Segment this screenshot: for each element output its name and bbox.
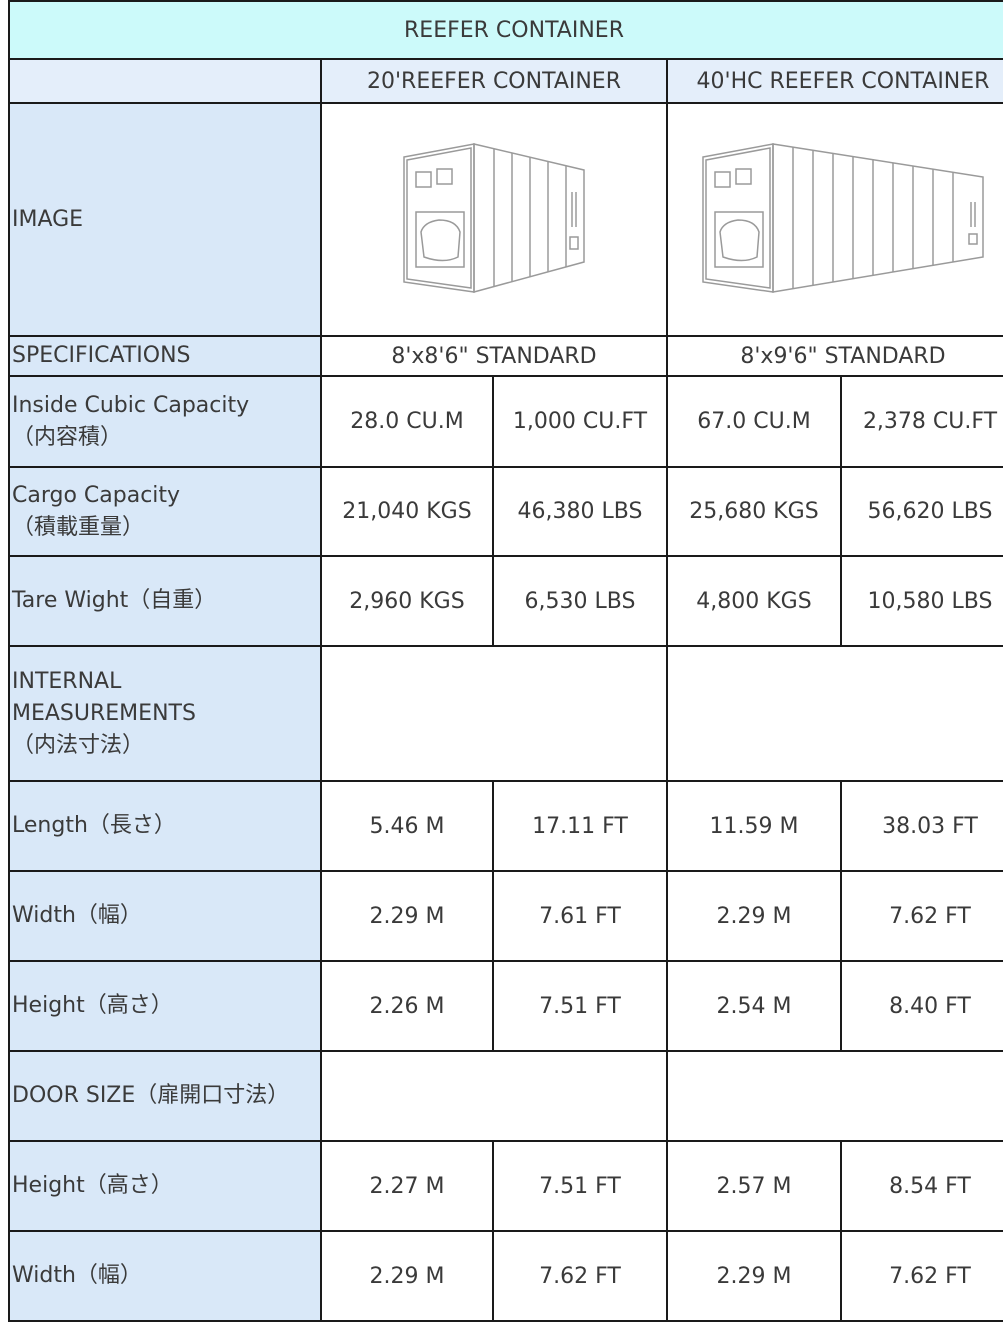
- specifications-row: SPECIFICATIONS 8'x8'6" STANDARD 8'x9'6" …: [8, 335, 1003, 377]
- internal-measurements-label-line2: MEASUREMENTS: [12, 700, 196, 726]
- inside-cubic-label-cell: Inside Cubic Capacity （内容積）: [8, 375, 322, 468]
- column-header-40ft-hc: 40'HC REEFER CONTAINER: [665, 58, 1003, 104]
- internal-measurements-label-line1: INTERNAL: [12, 668, 122, 694]
- container-40ft-image-cell: [665, 102, 1003, 337]
- length-40ft-m: 11.59 M: [666, 780, 842, 872]
- length-20ft-ft: 17.11 FT: [492, 780, 668, 872]
- internal-width-20ft-ft: 7.61 FT: [492, 870, 668, 962]
- internal-width-row: Width（幅） 2.29 M 7.61 FT 2.29 M 7.62 FT: [8, 870, 1003, 962]
- door-width-20ft-m: 2.29 M: [320, 1230, 494, 1322]
- header-blank-cell: [8, 58, 322, 104]
- length-40ft-ft: 38.03 FT: [839, 780, 1003, 872]
- tare-weight-20ft-kgs: 2,960 KGS: [320, 555, 494, 647]
- internal-width-20ft-m: 2.29 M: [320, 870, 494, 962]
- length-20ft-m: 5.46 M: [320, 780, 494, 872]
- door-size-row: DOOR SIZE（扉開口寸法）: [8, 1050, 1003, 1142]
- column-header-row: 20'REEFER CONTAINER 40'HC REEFER CONTAIN…: [8, 58, 1003, 104]
- door-height-row: Height（高さ） 2.27 M 7.51 FT 2.57 M 8.54 FT: [8, 1140, 1003, 1232]
- door-size-label: DOOR SIZE（扉開口寸法）: [8, 1050, 322, 1142]
- internal-width-40ft-m: 2.29 M: [666, 870, 842, 962]
- cargo-capacity-label: Cargo Capacity: [12, 482, 181, 508]
- image-row-label: IMAGE: [8, 102, 322, 337]
- cargo-capacity-20ft-kgs: 21,040 KGS: [320, 466, 494, 557]
- specifications-40ft: 8'x9'6" STANDARD: [665, 335, 1003, 377]
- inside-cubic-label-ja: （内容積）: [12, 424, 123, 450]
- internal-measurements-label-ja: （内法寸法）: [12, 732, 145, 758]
- inside-cubic-20ft-cuft: 1,000 CU.FT: [492, 375, 668, 468]
- door-height-label: Height（高さ）: [8, 1140, 322, 1232]
- tare-weight-row: Tare Wight（自重） 2,960 KGS 6,530 LBS 4,800…: [8, 555, 1003, 647]
- container-20ft-illustration: [403, 142, 585, 293]
- door-size-20ft-blank: [320, 1050, 668, 1142]
- cargo-capacity-40ft-kgs: 25,680 KGS: [666, 466, 842, 557]
- internal-height-row: Height（高さ） 2.26 M 7.51 FT 2.54 M 8.40 FT: [8, 960, 1003, 1052]
- tare-weight-20ft-lbs: 6,530 LBS: [492, 555, 668, 647]
- door-size-40ft-blank: [665, 1050, 1003, 1142]
- door-width-40ft-ft: 7.62 FT: [839, 1230, 1003, 1322]
- table-title: REEFER CONTAINER: [7, 0, 1003, 60]
- table-title-row: REEFER CONTAINER: [7, 0, 1003, 60]
- inside-cubic-20ft-cum: 28.0 CU.M: [320, 375, 494, 468]
- tare-weight-label: Tare Wight（自重）: [8, 555, 322, 647]
- inside-cubic-40ft-cuft: 2,378 CU.FT: [839, 375, 1003, 468]
- length-row: Length（長さ） 5.46 M 17.11 FT 11.59 M 38.03…: [8, 780, 1003, 872]
- length-label: Length（長さ）: [8, 780, 322, 872]
- door-height-40ft-ft: 8.54 FT: [839, 1140, 1003, 1232]
- specifications-label: SPECIFICATIONS: [8, 335, 322, 377]
- door-height-20ft-m: 2.27 M: [320, 1140, 494, 1232]
- internal-width-40ft-ft: 7.62 FT: [839, 870, 1003, 962]
- container-20ft-image-cell: [320, 102, 668, 337]
- specifications-20ft: 8'x8'6" STANDARD: [320, 335, 668, 377]
- cargo-capacity-20ft-lbs: 46,380 LBS: [492, 466, 668, 557]
- internal-height-label: Height（高さ）: [8, 960, 322, 1052]
- tare-weight-40ft-kgs: 4,800 KGS: [666, 555, 842, 647]
- internal-height-40ft-ft: 8.40 FT: [839, 960, 1003, 1052]
- internal-width-label: Width（幅）: [8, 870, 322, 962]
- door-height-20ft-ft: 7.51 FT: [492, 1140, 668, 1232]
- door-width-row: Width（幅） 2.29 M 7.62 FT 2.29 M 7.62 FT: [8, 1230, 1003, 1322]
- tare-weight-40ft-lbs: 10,580 LBS: [839, 555, 1003, 647]
- column-header-20ft: 20'REEFER CONTAINER: [320, 58, 668, 104]
- cargo-capacity-row: Cargo Capacity （積載重量） 21,040 KGS 46,380 …: [8, 466, 1003, 557]
- internal-height-20ft-m: 2.26 M: [320, 960, 494, 1052]
- cargo-capacity-40ft-lbs: 56,620 LBS: [839, 466, 1003, 557]
- inside-cubic-40ft-cum: 67.0 CU.M: [666, 375, 842, 468]
- door-height-40ft-m: 2.57 M: [666, 1140, 842, 1232]
- reefer-container-spec-table: REEFER CONTAINER 20'REEFER CONTAINER 40'…: [7, 0, 1003, 1322]
- inside-cubic-label: Inside Cubic Capacity: [12, 392, 250, 418]
- internal-measurements-label-cell: INTERNAL MEASUREMENTS （内法寸法）: [8, 645, 322, 782]
- internal-measurements-40ft-blank: [665, 645, 1003, 782]
- image-row: IMAGE: [8, 102, 1003, 337]
- door-width-label: Width（幅）: [8, 1230, 322, 1322]
- inside-cubic-row: Inside Cubic Capacity （内容積） 28.0 CU.M 1,…: [8, 375, 1003, 468]
- internal-measurements-row: INTERNAL MEASUREMENTS （内法寸法）: [8, 645, 1003, 782]
- cargo-capacity-label-ja: （積載重量）: [12, 514, 145, 540]
- internal-measurements-20ft-blank: [320, 645, 668, 782]
- cargo-capacity-label-cell: Cargo Capacity （積載重量）: [8, 466, 322, 557]
- internal-height-40ft-m: 2.54 M: [666, 960, 842, 1052]
- internal-height-20ft-ft: 7.51 FT: [492, 960, 668, 1052]
- container-40ft-illustration: [702, 142, 984, 293]
- door-width-20ft-ft: 7.62 FT: [492, 1230, 668, 1322]
- door-width-40ft-m: 2.29 M: [666, 1230, 842, 1322]
